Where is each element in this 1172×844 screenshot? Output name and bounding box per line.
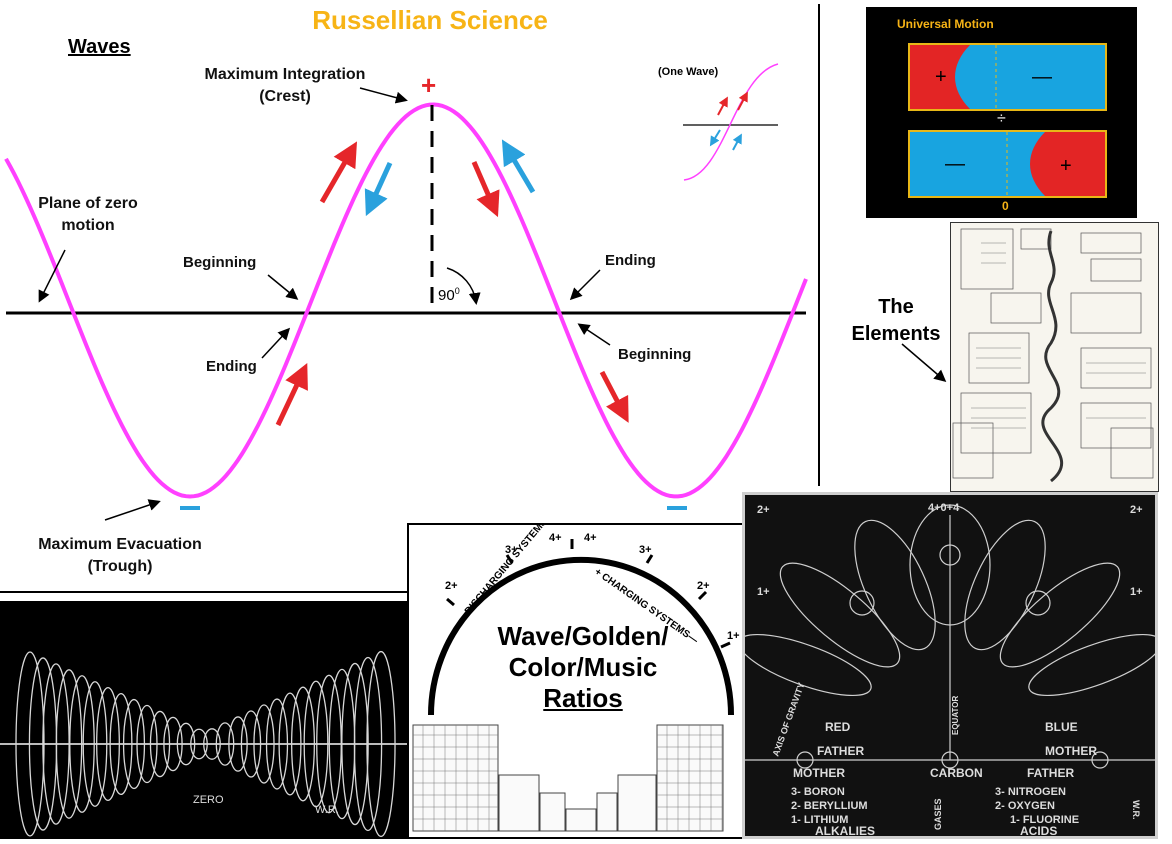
um-bottom-box: — +: [908, 130, 1107, 198]
svg-text:3- NITROGEN: 3- NITROGEN: [995, 786, 1066, 798]
svg-text:FATHER: FATHER: [1027, 766, 1074, 780]
ratios-image: 2+ 3+ 4+ 4+ 3+ 2+ 1+ DISCHARGING SYSTEMS…: [407, 523, 750, 839]
svg-text:—: —: [1032, 66, 1052, 88]
elements-chart: [950, 222, 1159, 492]
plane-zero-label: Plane of zero: [38, 195, 138, 212]
spiral-image: ZERO W.R.: [0, 601, 410, 839]
red-arrows: [275, 141, 629, 427]
svg-text:2+: 2+: [697, 580, 710, 592]
crest-label: (Crest): [259, 88, 311, 105]
um-zero: 0: [1002, 199, 1009, 213]
svg-text:2+: 2+: [1130, 504, 1143, 516]
svg-text:FATHER: FATHER: [817, 744, 864, 758]
vertical-divider: [818, 4, 820, 486]
plus-sign: +: [421, 70, 437, 100]
svg-text:1+: 1+: [727, 630, 740, 642]
svg-text:1+: 1+: [757, 586, 770, 598]
plane-zero-label-2: motion: [61, 217, 115, 234]
blue-arrows: [364, 139, 536, 217]
universal-motion-title: Universal Motion: [897, 17, 994, 31]
svg-text:1+: 1+: [1130, 586, 1143, 598]
angle-label: 900: [438, 286, 460, 304]
beginning-left-label: Beginning: [183, 254, 257, 271]
sine-wave: [4, 102, 808, 499]
svg-text:EQUATOR: EQUATOR: [951, 696, 960, 735]
svg-text:ZERO: ZERO: [193, 794, 224, 806]
svg-text:2- BERYLLIUM: 2- BERYLLIUM: [791, 800, 868, 812]
petals-image: RED BLUE FATHER MOTHER MOTHER FATHER CAR…: [738, 492, 1162, 839]
ending-right-label: Ending: [605, 252, 656, 269]
svg-text:3- BORON: 3- BORON: [791, 786, 845, 798]
svg-text:RED: RED: [825, 720, 851, 734]
svg-text:W.R.: W.R.: [1131, 800, 1141, 820]
svg-text:3+: 3+: [505, 544, 518, 556]
page-title: Russellian Science: [312, 5, 548, 35]
svg-text:3+: 3+: [639, 544, 652, 556]
ending-left-label: Ending: [206, 358, 257, 375]
elements-arrow: [901, 343, 947, 382]
svg-text:+: +: [935, 66, 947, 88]
svg-text:—: —: [945, 153, 965, 175]
svg-text:BLUE: BLUE: [1045, 720, 1078, 734]
horizontal-divider: [0, 591, 410, 593]
wave-diagram: [4, 63, 808, 521]
svg-text:1- FLUORINE: 1- FLUORINE: [1010, 814, 1079, 826]
svg-text:DISCHARGING SYSTEMS— +: DISCHARGING SYSTEMS— +: [463, 525, 562, 617]
svg-text:2+: 2+: [757, 504, 770, 516]
svg-text:CARBON: CARBON: [930, 766, 983, 780]
one-wave-label: (One Wave): [658, 66, 719, 78]
ratios-text: Wave/Golden/ Color/Music Ratios: [497, 621, 669, 713]
svg-text:2+: 2+: [445, 580, 458, 592]
beginning-right-label: Beginning: [618, 346, 692, 363]
svg-text:AXIS OF GRAVITY: AXIS OF GRAVITY: [770, 681, 806, 758]
svg-text:MOTHER: MOTHER: [793, 766, 845, 780]
svg-text:4+0+4: 4+0+4: [928, 502, 960, 514]
trough-label: (Trough): [87, 558, 153, 575]
max-integration-label: Maximum Integration: [204, 66, 366, 83]
elements-label: The Elements: [851, 296, 941, 345]
um-divider: ÷: [997, 110, 1006, 127]
universal-motion-panel: Universal Motion + — ÷ — + 0: [866, 7, 1137, 218]
svg-text:4+: 4+: [584, 532, 597, 544]
svg-text:1- LITHIUM: 1- LITHIUM: [791, 814, 848, 826]
max-evacuation-label: Maximum Evacuation: [38, 536, 202, 553]
angle-arc: [446, 267, 481, 305]
svg-text:2- OXYGEN: 2- OXYGEN: [995, 800, 1055, 812]
svg-text:+: +: [1060, 155, 1072, 177]
svg-text:MOTHER: MOTHER: [1045, 744, 1097, 758]
svg-text:W.R.: W.R.: [315, 804, 339, 816]
svg-text:4+: 4+: [549, 532, 562, 544]
svg-text:ALKALIES: ALKALIES: [815, 824, 875, 836]
um-top-box: + —: [908, 43, 1107, 111]
svg-text:ACIDS: ACIDS: [1020, 824, 1057, 836]
waves-heading: Waves: [68, 36, 131, 58]
svg-text:GASES: GASES: [933, 798, 943, 830]
